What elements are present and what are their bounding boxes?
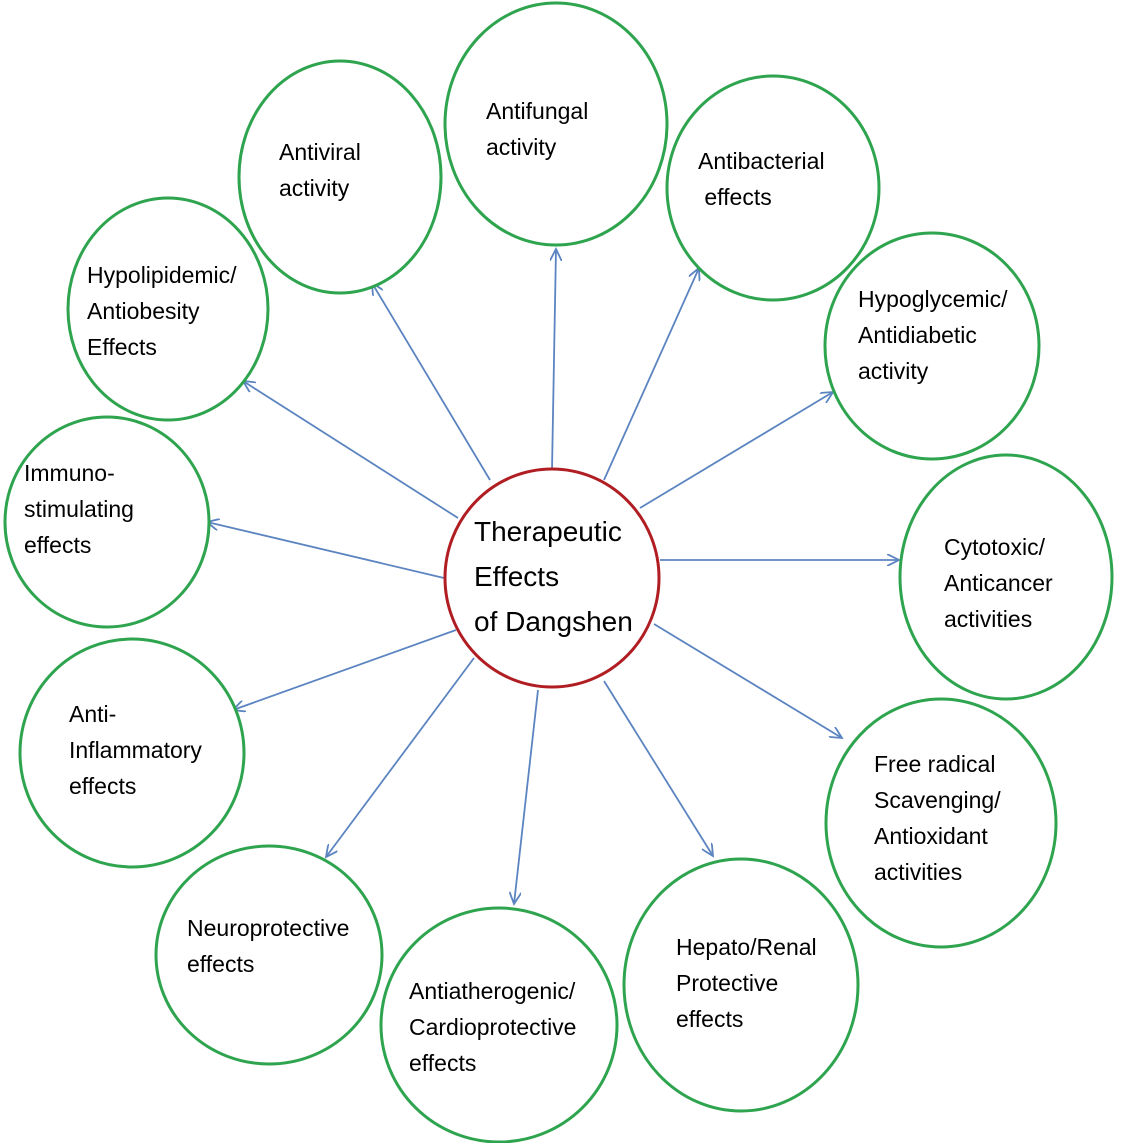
node-hypoglycemic-line: Antidiabetic — [858, 322, 977, 348]
node-hepato-renal-line: effects — [676, 1006, 744, 1032]
center-circle — [443, 467, 661, 689]
arrow-to-hypoglycemic — [639, 392, 833, 509]
node-cytotoxic-label: Cytotoxic/Anticancer activities — [944, 529, 1053, 637]
node-antifungal-line: activity — [486, 134, 557, 160]
node-anti-inflammatory-circle — [18, 637, 246, 869]
node-neuroprotective-line: effects — [187, 951, 255, 977]
node-antiatherogenic-label: Antiatherogenic/Cardioprotective effects — [409, 973, 576, 1081]
node-free-radical-line: Scavenging/ — [874, 787, 1001, 813]
arrow-to-free-radical — [653, 623, 842, 738]
center-label-line: Effects — [474, 561, 560, 592]
arrow-to-antiviral — [372, 283, 491, 481]
node-antifungal-line: Antifungal — [486, 98, 589, 124]
node-immuno-stimulating-line: stimulating — [24, 496, 134, 522]
node-free-radical-circle — [824, 697, 1058, 949]
node-hepato-renal-circle — [622, 857, 860, 1113]
node-hepato-renal-line: Hepato/Renal — [676, 934, 817, 960]
center-group — [443, 467, 661, 689]
node-antiviral-label: Antiviral activity — [279, 134, 361, 206]
node-neuroprotective-label: Neuroprotective effects — [187, 910, 349, 982]
node-hypoglycemic-circle — [823, 231, 1041, 461]
node-hypoglycemic-label: Hypoglycemic/Antidiabetic activity — [858, 281, 1008, 389]
node-antiatherogenic-line: Antiatherogenic/ — [409, 978, 576, 1004]
arrow-to-hypolipidemic — [243, 381, 459, 519]
node-antiviral-line: Antiviral — [279, 139, 361, 165]
node-antibacterial-label: Antibacterial effects — [698, 143, 825, 215]
node-neuroprotective-circle — [154, 844, 384, 1066]
node-cytotoxic-line: Anticancer — [944, 570, 1053, 596]
arrow-to-immuno-stimulating — [207, 522, 445, 579]
node-cytotoxic-line: Cytotoxic/ — [944, 534, 1045, 560]
node-antiviral-circle — [237, 59, 443, 295]
node-free-radical-line: Antioxidant — [874, 823, 988, 849]
node-hypolipidemic-circle — [66, 196, 270, 422]
node-immuno-stimulating-line: Immuno- — [24, 460, 115, 486]
node-anti-inflammatory-line: effects — [69, 773, 137, 799]
node-anti-inflammatory-line: Anti- — [69, 701, 117, 727]
nodes-group — [3, 1, 1114, 1143]
node-anti-inflammatory-label: Anti- Inflammatory effects — [69, 696, 202, 804]
node-neuroprotective-line: Neuroprotective — [187, 915, 350, 941]
arrow-to-neuroprotective — [326, 657, 475, 857]
node-free-radical-line: Free radical — [874, 751, 996, 777]
node-hypolipidemic-line: Hypolipidemic/ — [87, 262, 237, 288]
arrow-to-antiatherogenic — [514, 689, 539, 904]
node-immuno-stimulating-label: Immuno-stimulating effects — [24, 455, 134, 563]
node-immuno-stimulating-circle — [3, 415, 211, 629]
node-hypolipidemic-line: Antiobesity — [87, 298, 200, 324]
node-immuno-stimulating-line: effects — [24, 532, 92, 558]
arrow-to-antibacterial — [603, 268, 699, 481]
node-antiviral-line: activity — [279, 175, 350, 201]
node-free-radical-line: activities — [874, 859, 963, 885]
node-antifungal-circle — [443, 1, 669, 247]
arrow-to-antifungal — [552, 249, 556, 471]
arrows-group — [207, 249, 899, 904]
node-antiatherogenic-line: Cardioprotective — [409, 1014, 577, 1040]
node-antibacterial-line: Antibacterial — [698, 148, 825, 174]
node-antibacterial-line: effects — [698, 184, 772, 210]
center-label-line: Therapeutic — [474, 516, 622, 547]
node-hypoglycemic-line: Hypoglycemic/ — [858, 286, 1008, 312]
arrow-to-anti-inflammatory — [233, 629, 457, 710]
node-anti-inflammatory-line: Inflammatory — [69, 737, 202, 763]
node-cytotoxic-line: activities — [944, 606, 1033, 632]
node-hypoglycemic-line: activity — [858, 358, 929, 384]
node-cytotoxic-circle — [898, 453, 1114, 701]
node-antibacterial-circle — [665, 74, 881, 302]
center-label-line: of Dangshen — [474, 606, 633, 637]
node-hypolipidemic-line: Effects — [87, 334, 157, 360]
arrow-to-hepato-renal — [603, 680, 713, 856]
node-antiatherogenic-circle — [379, 906, 619, 1143]
node-antiatherogenic-line: effects — [409, 1050, 477, 1076]
node-hepato-renal-line: Protective — [676, 970, 779, 996]
node-antifungal-label: Antifungal activity — [486, 93, 588, 165]
